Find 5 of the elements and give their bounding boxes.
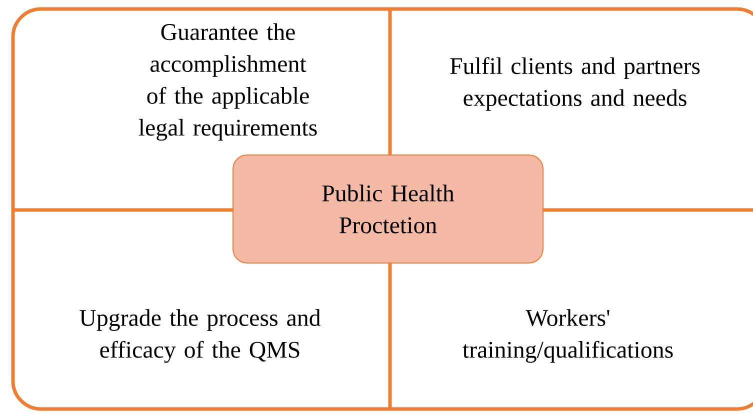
quadrant-text: Guarantee the accomplishment of the applicable legal requirements [138, 23, 317, 141]
quadrant-text: Upgrade the process and efficacy of the QMS [80, 309, 321, 363]
quadrant-text: Workers' training/qualifications [462, 309, 673, 363]
quadrant-text: Fulfil clients and partners expectations and needs [450, 57, 700, 111]
center-box: Public Health Proctetion [232, 154, 544, 264]
